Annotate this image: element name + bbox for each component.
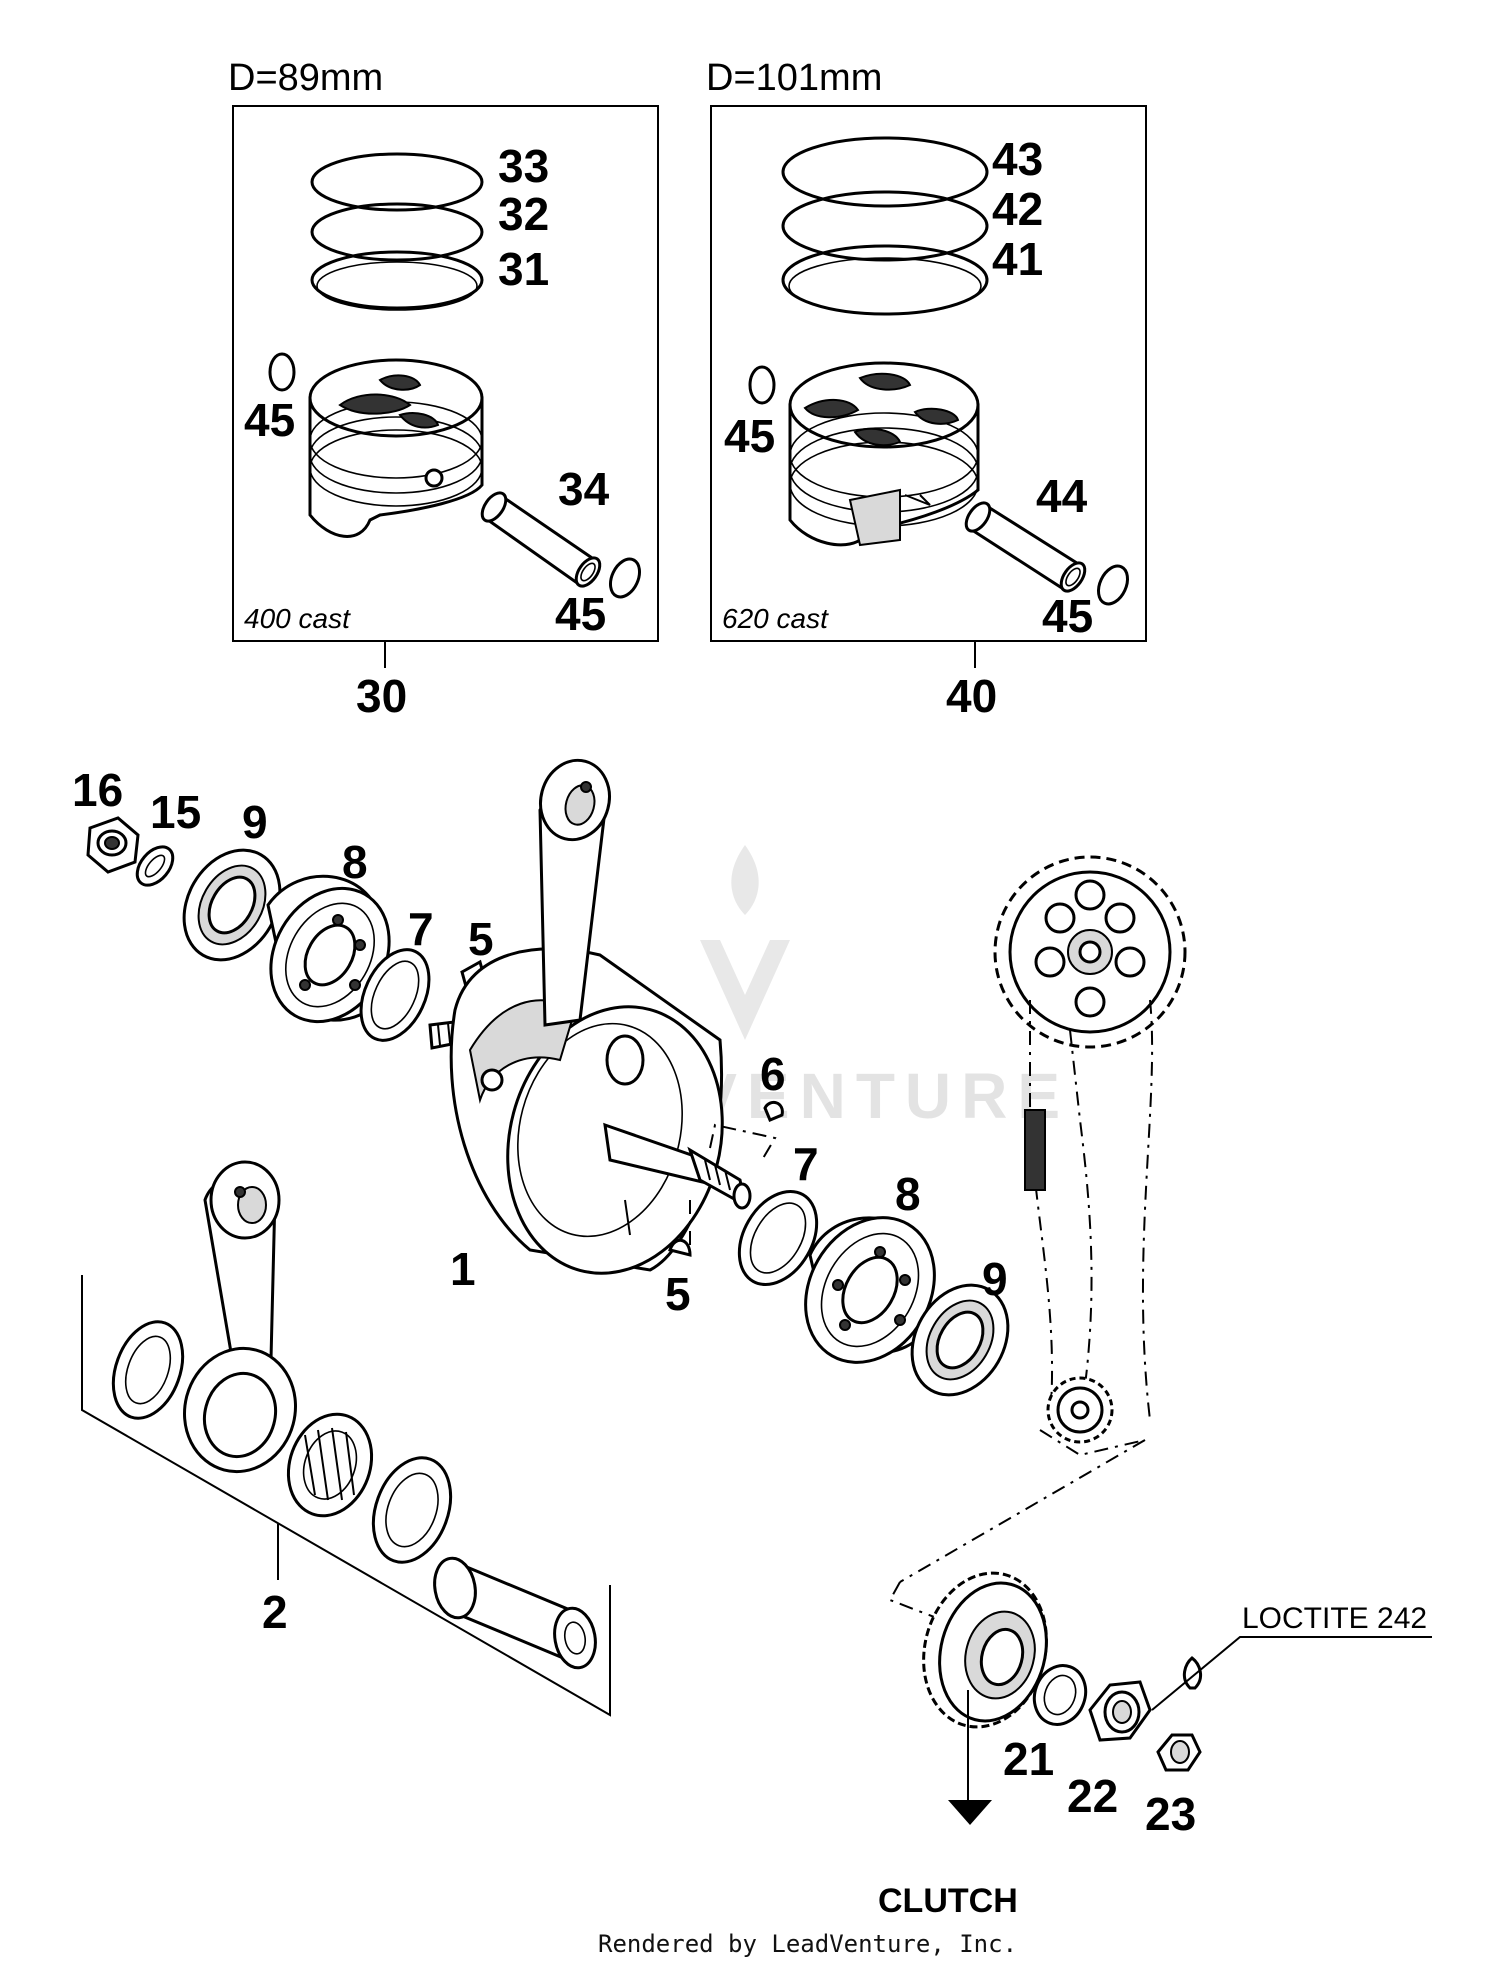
label-2: 2 bbox=[262, 1586, 288, 1638]
circlip-bottom-40 bbox=[1096, 564, 1130, 606]
bearing-8-right bbox=[804, 1216, 936, 1364]
kit-30-header: D=89mm bbox=[228, 57, 383, 99]
label-31: 31 bbox=[498, 243, 549, 295]
bearing-8-left bbox=[266, 874, 391, 1024]
key-6-leader bbox=[709, 1123, 777, 1161]
label-43: 43 bbox=[992, 133, 1043, 185]
washer-15 bbox=[135, 845, 175, 887]
conrod-thrust-washer bbox=[111, 1320, 185, 1420]
kit-30-cast-note: 400 cast bbox=[244, 603, 351, 634]
label-34: 34 bbox=[558, 463, 610, 515]
seal-9-right bbox=[910, 1283, 1010, 1397]
loctite-note: LOCTITE 242 bbox=[1242, 1602, 1427, 1635]
key-6 bbox=[763, 1100, 784, 1122]
piston-pin-30 bbox=[480, 491, 602, 588]
connecting-rod bbox=[183, 1160, 297, 1474]
label-16: 16 bbox=[72, 764, 123, 816]
key-5-right bbox=[668, 1200, 692, 1257]
chain-links bbox=[1024, 1109, 1046, 1191]
circlip-bottom-30 bbox=[608, 557, 642, 599]
piston-30 bbox=[308, 358, 484, 538]
label-45-top-30: 45 bbox=[244, 394, 295, 446]
piston-rings-40 bbox=[781, 136, 989, 316]
conrod-kit-2 bbox=[81, 1160, 611, 1717]
label-7-left: 7 bbox=[408, 903, 434, 955]
label-32: 32 bbox=[498, 188, 549, 240]
label-45-bottom-30: 45 bbox=[555, 588, 606, 640]
nut-23 bbox=[1156, 1733, 1202, 1772]
ring-32 bbox=[310, 202, 484, 262]
conrod-kit-bracket bbox=[81, 1275, 611, 1717]
ring-41 bbox=[781, 244, 989, 316]
label-33: 33 bbox=[498, 140, 549, 192]
primary-gear bbox=[922, 1571, 1048, 1729]
clutch-arrow-head bbox=[948, 1800, 992, 1825]
label-44: 44 bbox=[1036, 470, 1088, 522]
lock-washer-21 bbox=[1032, 1664, 1088, 1726]
label-9-left: 9 bbox=[242, 796, 268, 848]
piston-pin-40 bbox=[964, 501, 1087, 593]
label-22: 22 bbox=[1067, 1770, 1118, 1822]
label-5-left: 5 bbox=[468, 913, 494, 965]
circlip-top-30 bbox=[268, 352, 296, 392]
seal-9-left bbox=[182, 848, 282, 962]
footer-credit: Rendered by LeadVenture, Inc. bbox=[598, 1930, 1017, 1958]
label-15: 15 bbox=[150, 786, 201, 838]
label-1: 1 bbox=[450, 1243, 476, 1295]
ring-43 bbox=[781, 136, 989, 208]
label-9-right: 9 bbox=[982, 1253, 1008, 1305]
loctite-leader bbox=[1151, 1636, 1432, 1711]
label-23: 23 bbox=[1145, 1788, 1196, 1840]
primary-gear-assembly: CLUTCH 21 22 23 LOCTITE 242 bbox=[878, 1571, 1432, 1920]
label-42: 42 bbox=[992, 183, 1043, 235]
label-7-right: 7 bbox=[793, 1138, 819, 1190]
left-side-parts: 16 15 9 8 7 5 bbox=[72, 764, 494, 1042]
crankshaft-1 bbox=[428, 758, 752, 1275]
kit-40-header: D=101mm bbox=[706, 57, 882, 99]
label-5-lower: 5 bbox=[665, 1268, 691, 1320]
kit-40-label: 40 bbox=[946, 670, 997, 722]
piston-kit-40: D=101mm 620 cast 40 43 42 41 45 bbox=[706, 57, 1147, 722]
kit-40-cast-note: 620 cast bbox=[722, 603, 829, 634]
gear-dash-leader bbox=[888, 1581, 969, 1631]
kit-30-label: 30 bbox=[356, 670, 407, 722]
ring-31 bbox=[310, 250, 484, 310]
label-21: 21 bbox=[1003, 1733, 1054, 1785]
timing-chain-assembly bbox=[899, 855, 1187, 1583]
clutch-label: CLUTCH bbox=[878, 1882, 1018, 1920]
nut-16 bbox=[86, 816, 140, 874]
shim-7-left bbox=[359, 948, 431, 1042]
conrod-thrust-washer-2 bbox=[371, 1456, 453, 1564]
label-8-right: 8 bbox=[895, 1168, 921, 1220]
nut-22 bbox=[1088, 1680, 1152, 1742]
ring-33 bbox=[310, 152, 484, 212]
piston-kit-30: D=89mm 400 cast 30 33 32 31 45 bbox=[228, 57, 659, 722]
label-45-bottom-40: 45 bbox=[1042, 590, 1093, 642]
kit-40-box bbox=[710, 105, 1147, 642]
right-side-parts: 6 7 8 9 5 bbox=[665, 1048, 1010, 1397]
needle-bearing bbox=[286, 1412, 374, 1518]
label-41: 41 bbox=[992, 233, 1043, 285]
label-8-left: 8 bbox=[342, 836, 368, 888]
kit-30-box bbox=[232, 105, 659, 642]
crank-pin bbox=[433, 1556, 597, 1670]
label-45-top-40: 45 bbox=[724, 410, 775, 462]
label-6: 6 bbox=[760, 1048, 786, 1100]
shim-7-right bbox=[737, 1189, 819, 1287]
ring-42 bbox=[781, 190, 989, 262]
piston-rings-30 bbox=[310, 152, 484, 311]
circlip-top-40 bbox=[748, 365, 776, 405]
piston-40 bbox=[788, 361, 980, 547]
